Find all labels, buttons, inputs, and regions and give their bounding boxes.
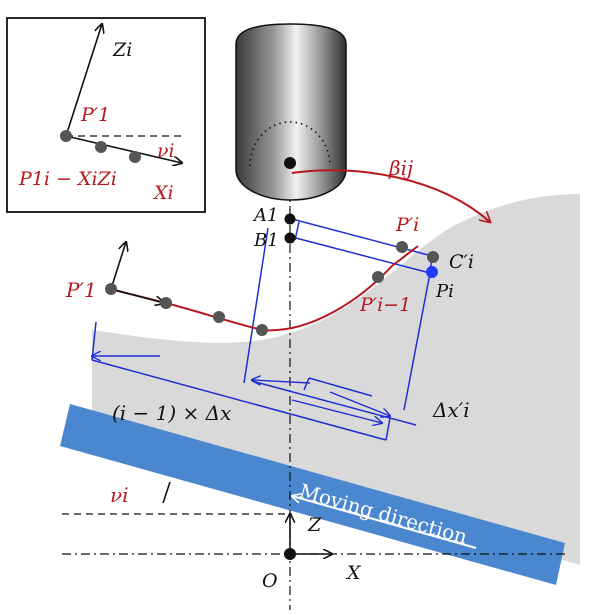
point-pi-minus-1 [372, 271, 384, 283]
p1-prime-label: P′1 [65, 278, 97, 302]
point-pi [426, 266, 438, 278]
o-label: O [262, 570, 278, 592]
i-minus-1-dx-label: (i − 1) × Δx [112, 401, 231, 425]
beta-arc-arrow [291, 169, 490, 222]
inset-xi-arrow [65, 135, 182, 163]
point-ci-prime [427, 251, 439, 263]
i-minus-1-dx-arrow-right [291, 399, 382, 423]
beta-label: βij [388, 156, 413, 180]
x-label: X [345, 562, 362, 584]
origin-point [284, 548, 296, 560]
point-path-2 [160, 297, 172, 309]
v-tick [162, 481, 171, 504]
p1-zi-arrow [110, 242, 126, 290]
pi-label: Pi [435, 281, 454, 302]
dx-arrow-right [329, 391, 390, 416]
z-label: Z [307, 514, 322, 536]
point-a1 [284, 213, 296, 225]
moving-direction-strip [60, 404, 565, 585]
p1-xi-arrow [110, 288, 164, 303]
moving-direction-arrow [292, 496, 477, 549]
point-path-4 [256, 324, 268, 336]
pi-minus-1-label: P′i−1 [359, 294, 411, 316]
dx-i-label: Δx′i [432, 398, 470, 422]
inset-box [6, 17, 206, 213]
dx-arrow-left [252, 380, 311, 383]
b1-label: B1 [253, 230, 279, 251]
point-path-3 [213, 311, 225, 323]
inset-point-2 [95, 141, 107, 153]
inset-formula-label: P1i − XiZi [18, 168, 117, 190]
ci-prime-label: C′i [449, 251, 474, 273]
inset-vi-label: νi [157, 140, 175, 162]
point-b1 [284, 232, 296, 244]
inset-xi-label: Xi [152, 182, 174, 204]
a1-label: A1 [252, 205, 278, 226]
tool-body [235, 23, 347, 201]
workpiece-surface [92, 194, 580, 565]
inset-p1-label: P′1 [80, 104, 110, 126]
point-pi-prime [396, 241, 408, 253]
pi-prime-label: P′i [395, 214, 419, 236]
inset-point-3 [129, 151, 141, 163]
inset-zi-arrow [65, 24, 102, 137]
tool-center-point [284, 157, 296, 169]
inset-point-1 [60, 130, 72, 142]
vi-label: νi [110, 483, 129, 507]
inset-zi-label: Zi [112, 39, 132, 61]
point-p1 [105, 283, 117, 295]
